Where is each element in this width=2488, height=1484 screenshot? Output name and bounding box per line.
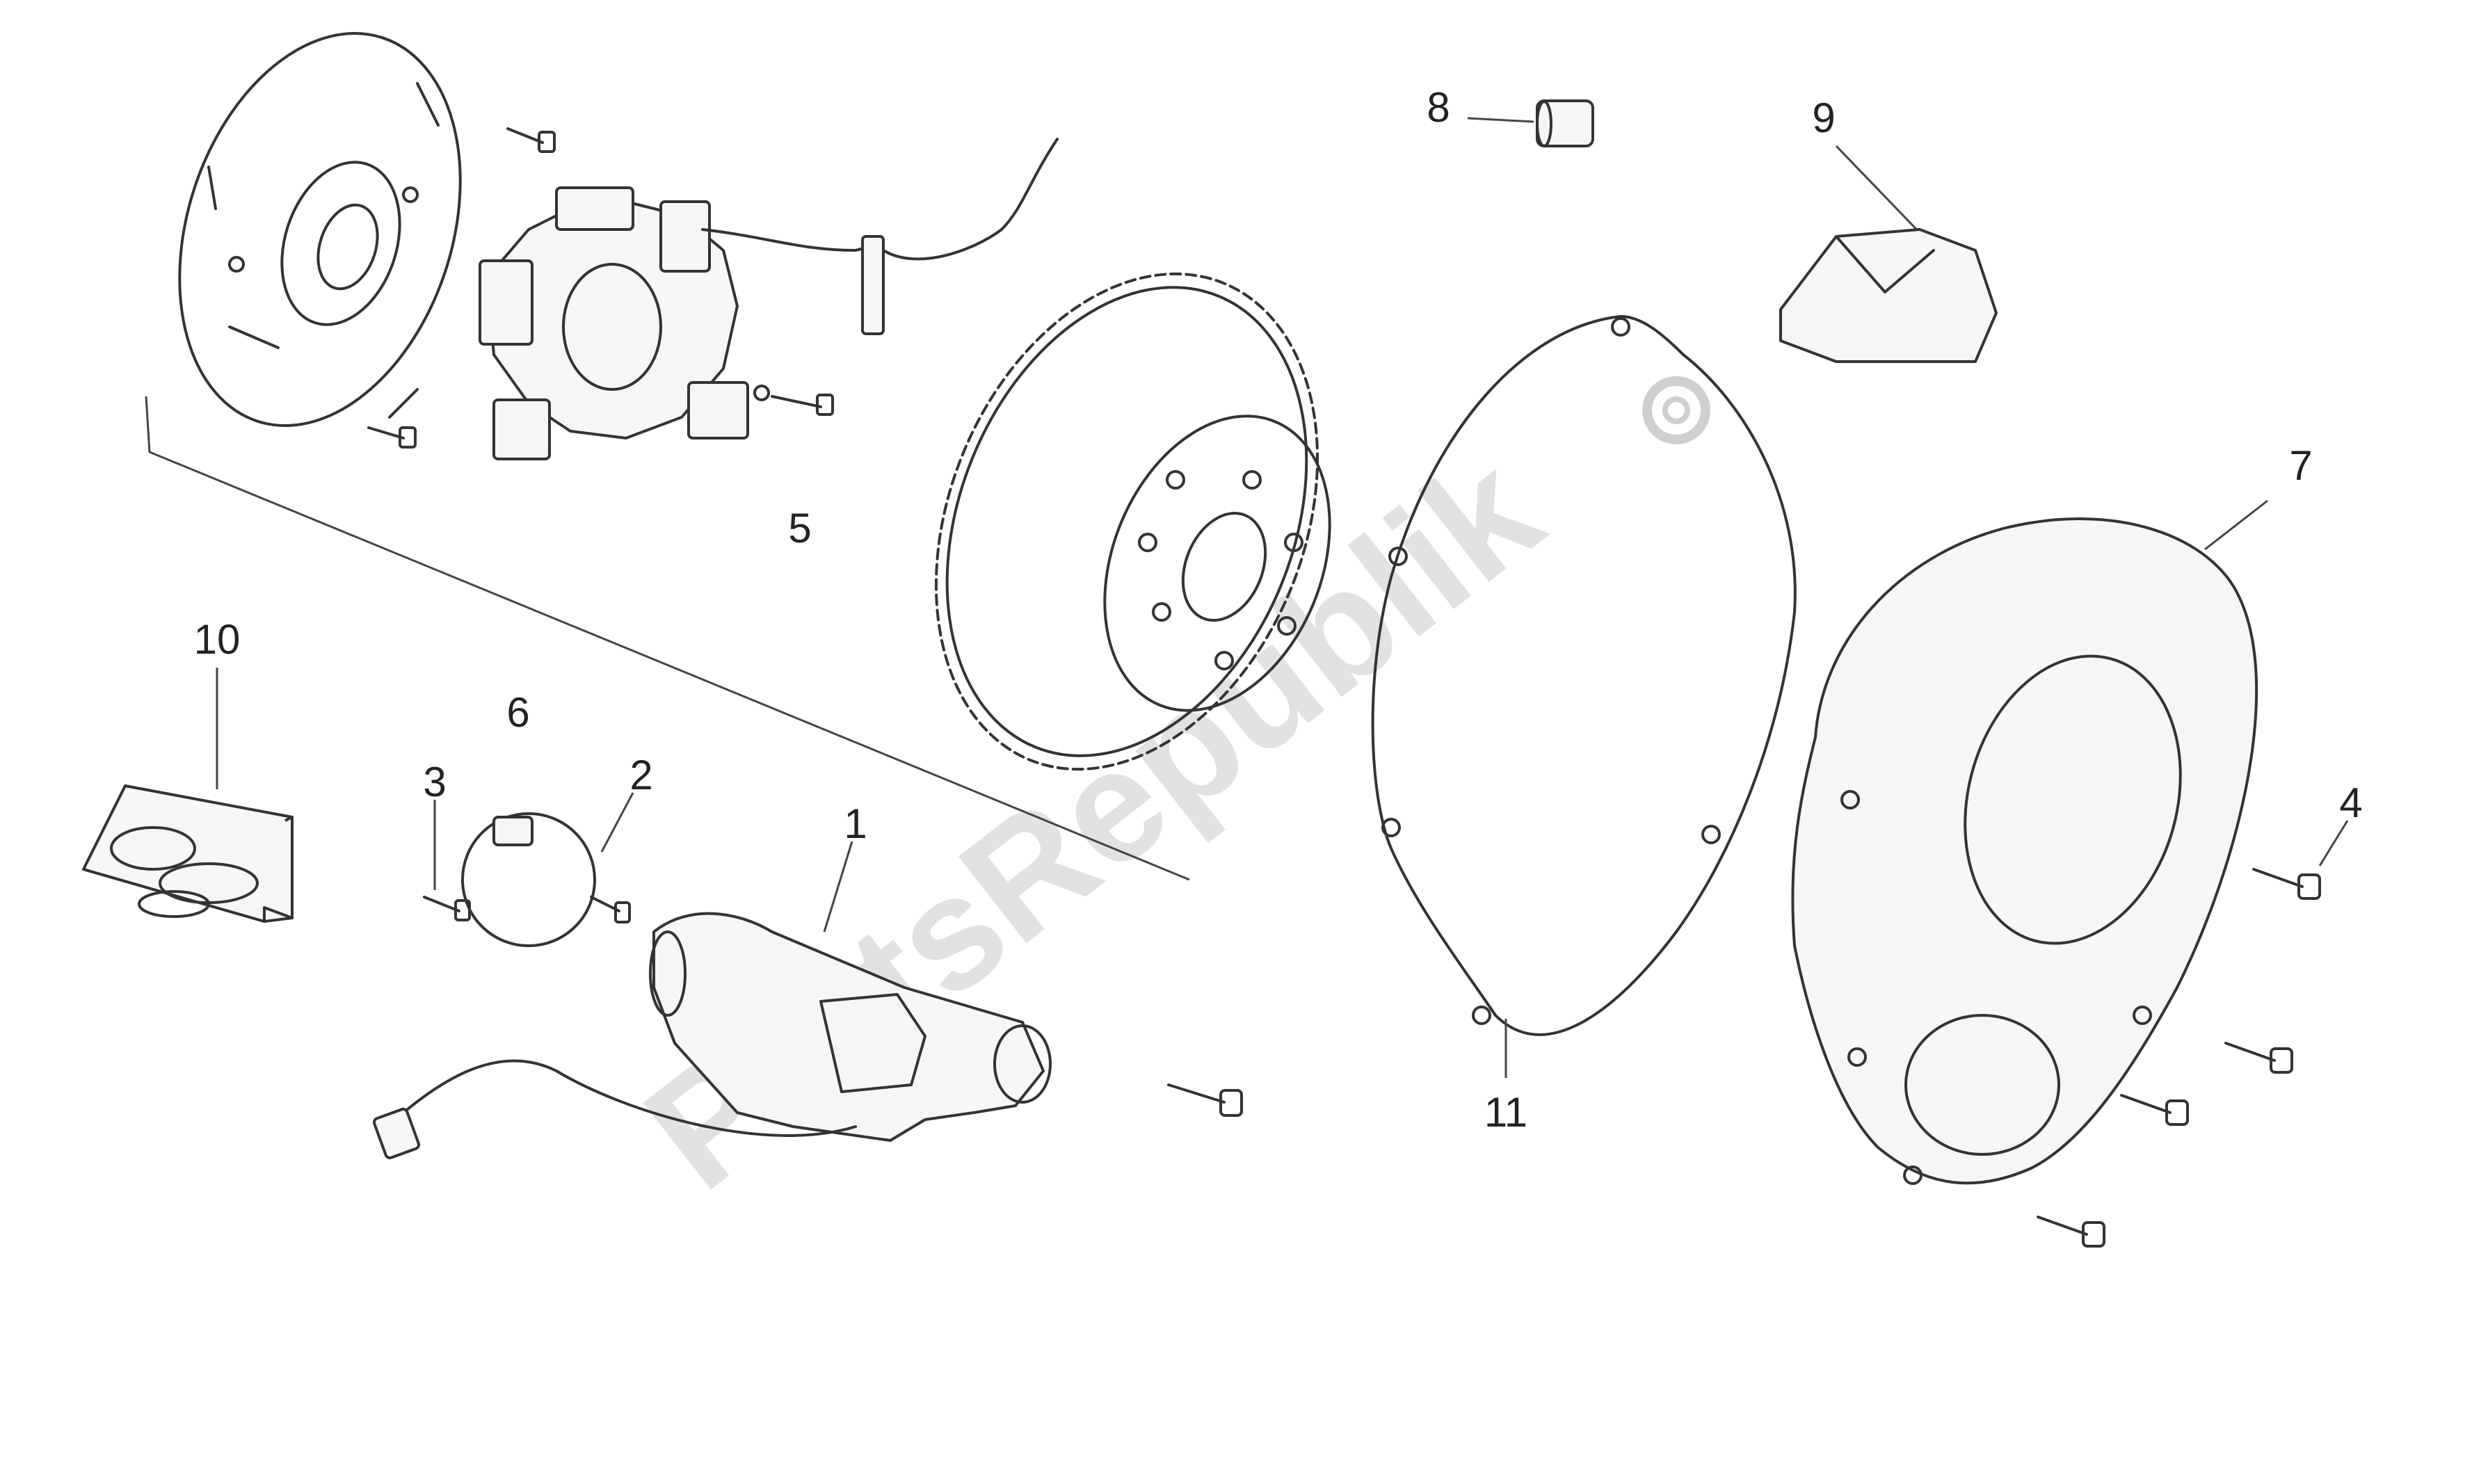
label-7: 7 — [2289, 442, 2312, 489]
label-5: 5 — [788, 505, 811, 551]
label-10: 10 — [194, 616, 241, 663]
stator-base-plate — [178, 32, 462, 427]
group-6-bracket — [145, 396, 1190, 881]
part-number-labels: 1 2 3 4 5 6 7 8 9 10 11 — [194, 84, 2363, 1136]
gasket-kit-10 — [82, 668, 294, 923]
label-9: 9 — [1812, 95, 1835, 141]
screw-5 — [753, 385, 834, 416]
label-8: 8 — [1427, 84, 1450, 131]
cover-screws-4 — [2037, 820, 2349, 1248]
label-2: 2 — [629, 752, 652, 798]
stator-coil-assembly — [479, 138, 1059, 460]
label-1: 1 — [844, 800, 867, 847]
label-6: 6 — [506, 689, 529, 736]
label-11: 11 — [1484, 1089, 1527, 1136]
gasket-11 — [1371, 315, 1797, 1078]
label-4: 4 — [2339, 780, 2362, 826]
label-3: 3 — [423, 759, 446, 805]
bag-9 — [1779, 145, 1998, 363]
clamp-2 — [461, 792, 634, 947]
watermark-gear-icon — [1642, 376, 1710, 444]
side-cover-7 — [1791, 499, 2268, 1185]
flywheel-ring-gear — [934, 272, 1331, 771]
screw-3 — [423, 800, 471, 921]
nut-8 — [1467, 99, 1594, 147]
stator-screws — [367, 127, 556, 449]
starter-motor-1 — [372, 841, 1243, 1160]
